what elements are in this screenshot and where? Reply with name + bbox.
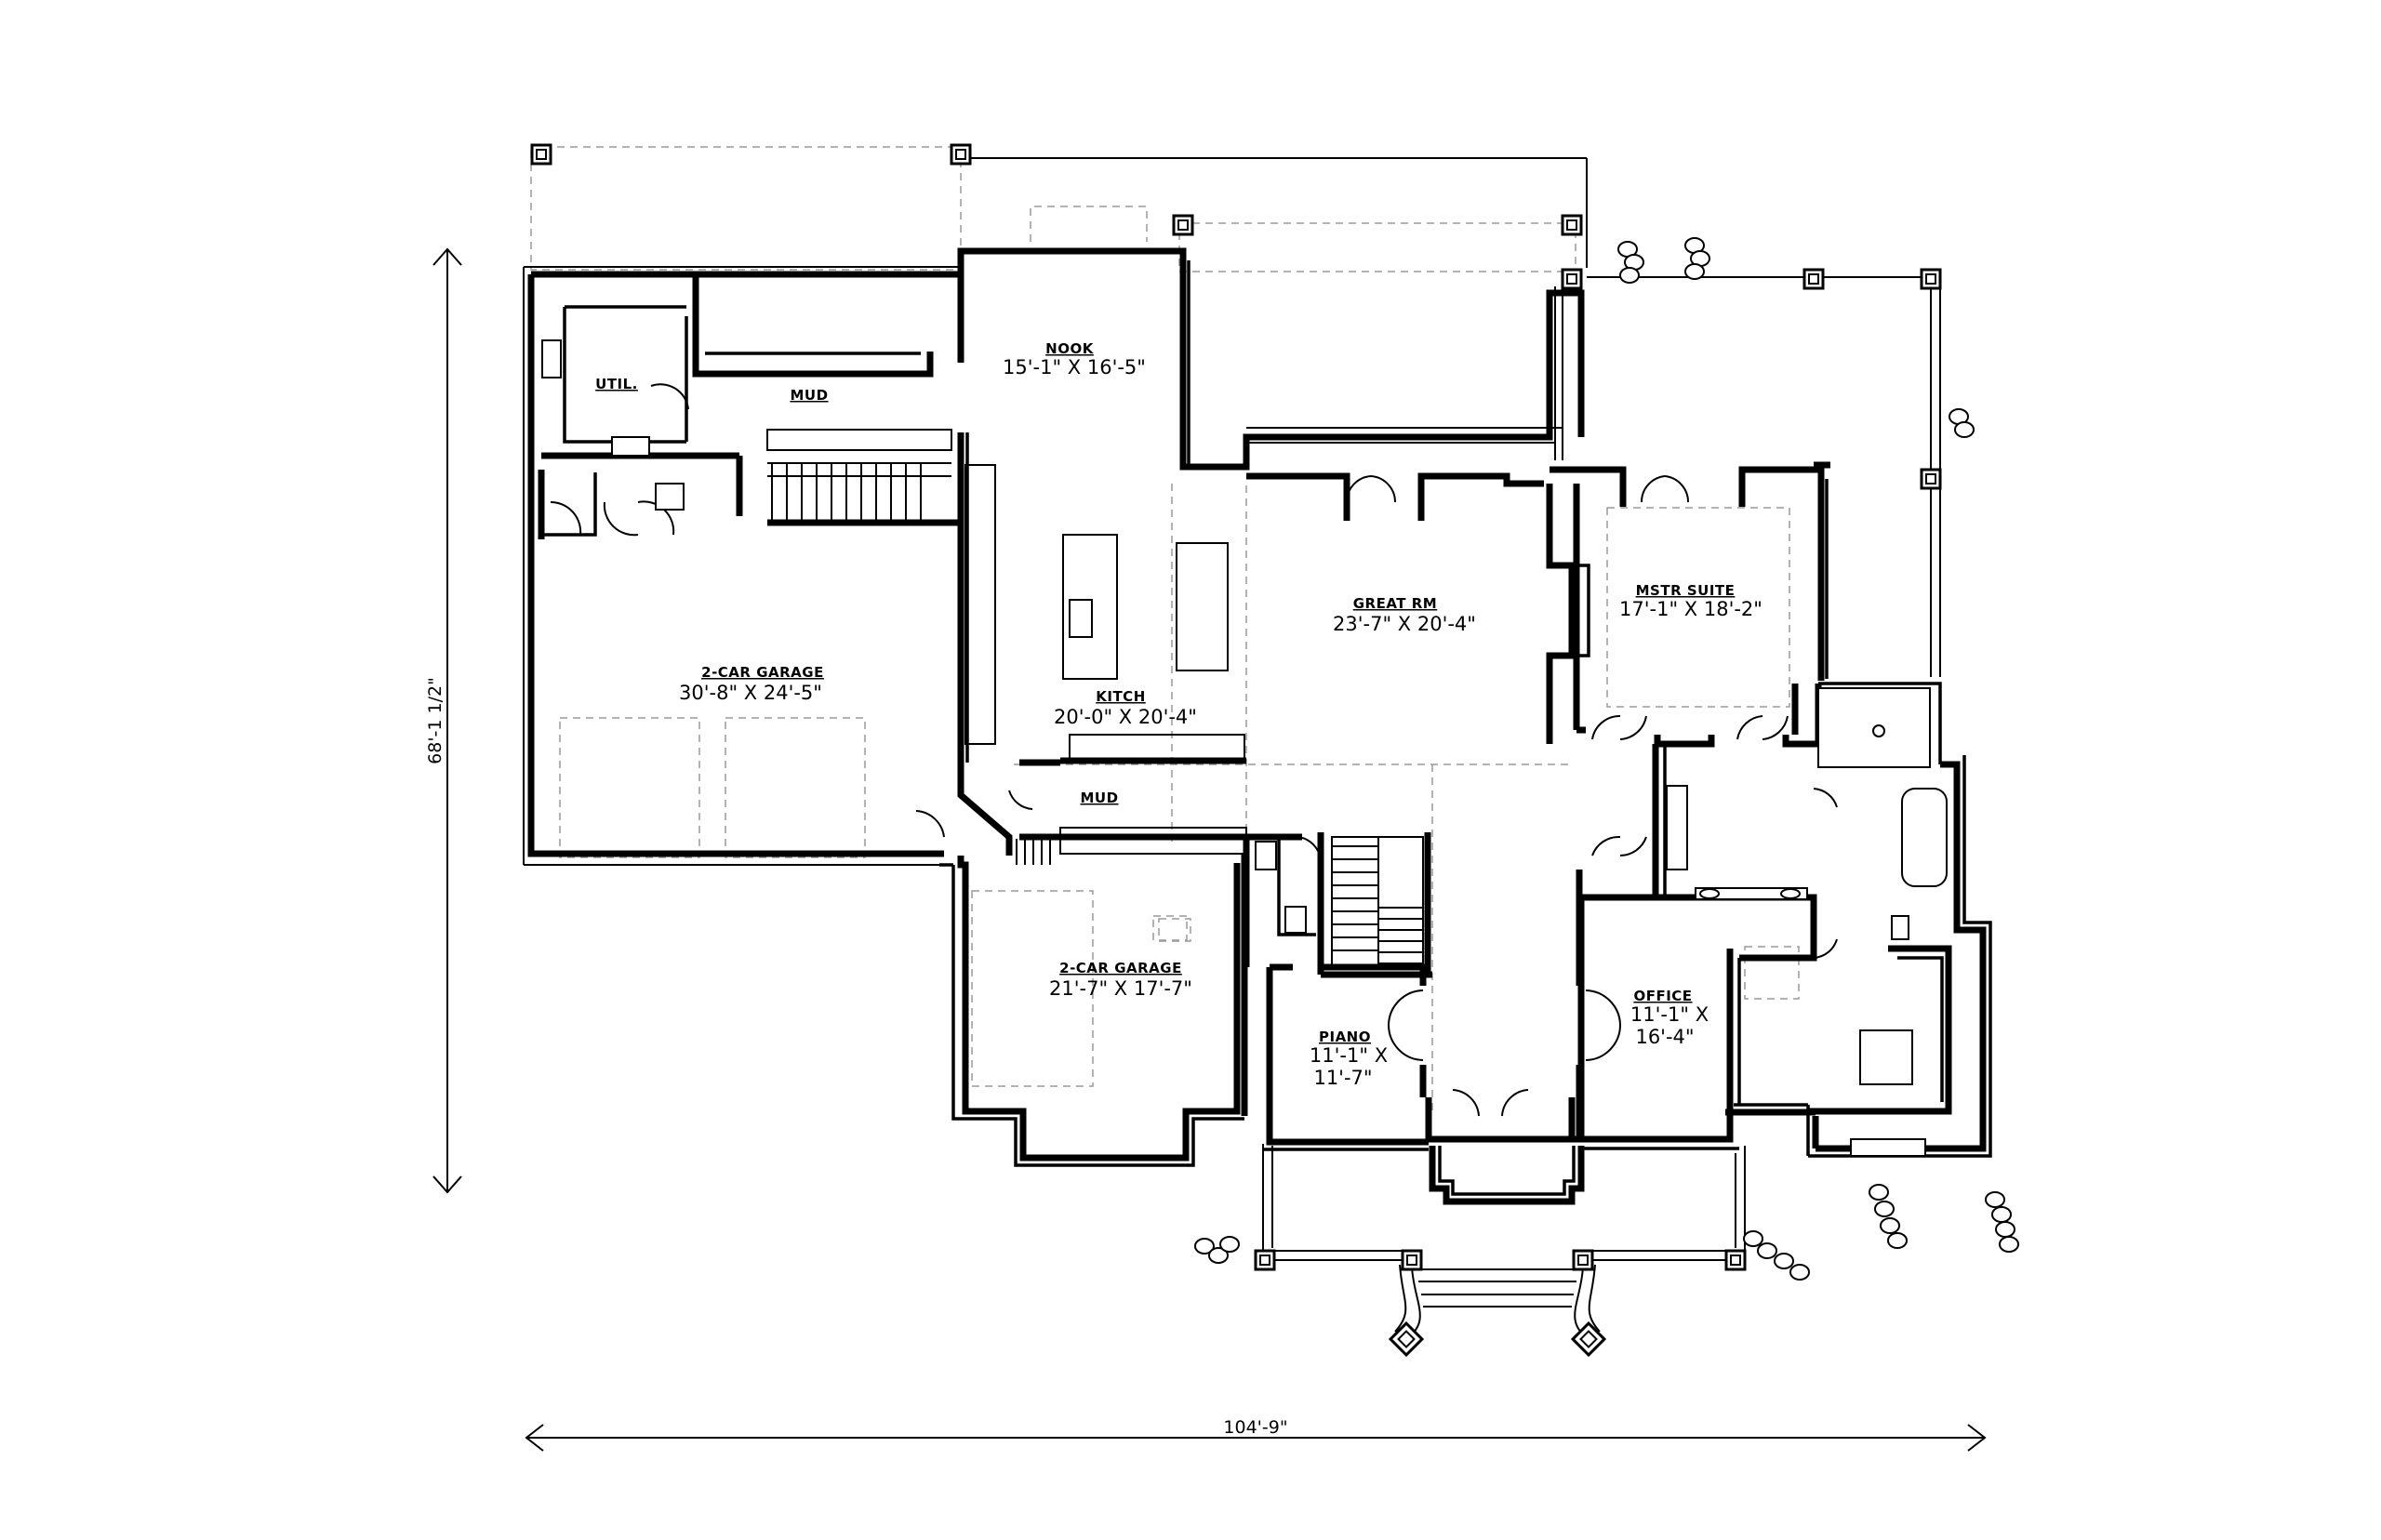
- powder-toilet-icon: [1284, 906, 1307, 934]
- diamond-post-inner: [1579, 1330, 1598, 1348]
- stairs: [767, 462, 1423, 967]
- room-label-mud-lower: MUD: [1080, 790, 1118, 806]
- landscape-stone: [1999, 1236, 2019, 1253]
- landscape-stone: [1774, 1253, 1794, 1269]
- column-post-core: [1566, 273, 1577, 285]
- room-label-nook: NOOK: [1045, 340, 1095, 357]
- column-post-core: [1566, 219, 1577, 231]
- column-post-core: [1406, 1255, 1417, 1266]
- room-label-mud-upper: MUD: [790, 387, 828, 404]
- room-dims-garage-front: 21'-7" X 17'-7": [1049, 977, 1192, 1000]
- diamond-post-inner: [1397, 1330, 1416, 1348]
- landscape-stone: [1743, 1230, 1763, 1247]
- room-label-mstr-suite: MSTR SUITE: [1636, 582, 1736, 599]
- room-label-garage-front: 2-CAR GARAGE: [1059, 960, 1182, 976]
- column-post-core: [1808, 273, 1819, 285]
- washer-icon: [541, 339, 562, 378]
- landscape-stone: [1684, 263, 1705, 280]
- column-post-core: [955, 149, 966, 160]
- room-dims-piano-line1: 11'-1" X: [1310, 1044, 1388, 1067]
- doors: [550, 383, 1838, 1117]
- sink-icon: [611, 436, 650, 457]
- landscape-stone: [1789, 1264, 1810, 1281]
- landscape-stone: [1619, 267, 1640, 284]
- landscape-stone: [1208, 1247, 1229, 1264]
- overall-depth-label: 68'-1 1/2": [425, 677, 446, 764]
- walls: [523, 247, 1992, 1340]
- room-label-util: UTIL.: [595, 376, 638, 392]
- overall-width-label: 104'-9": [1223, 1417, 1287, 1438]
- column-post-core: [536, 149, 547, 160]
- landscape-stone: [1887, 1232, 1908, 1249]
- diamond-post: [1388, 1321, 1425, 1358]
- depth-dimension-line: 68'-1 1/2": [425, 247, 462, 1194]
- toilet-icon: [1891, 915, 1909, 940]
- column-post-core: [1259, 1255, 1270, 1266]
- landscape-stone: [1194, 1238, 1215, 1255]
- diamond-post: [1570, 1321, 1607, 1358]
- room-dims-great-rm: 23'-7" X 20'-4": [1333, 613, 1476, 635]
- room-label-kitchen: KITCH: [1096, 688, 1146, 705]
- room-dims-piano-line2: 11'-7": [1313, 1067, 1372, 1089]
- column-post-core: [1925, 273, 1936, 285]
- posts: [530, 143, 1942, 1358]
- width-dimension-line: 104'-9": [525, 1417, 1987, 1452]
- room-dims-office-line1: 11'-1" X: [1630, 1003, 1709, 1026]
- landscape-stone: [1985, 1191, 2005, 1208]
- column-post-core: [1577, 1255, 1589, 1266]
- vanity-icon: [1695, 887, 1808, 900]
- landscape-stone: [1874, 1201, 1895, 1217]
- column-post-core: [1925, 473, 1936, 485]
- room-dims-nook: 15'-1" X 16'-5": [1003, 356, 1146, 378]
- landscape-stone: [1869, 1184, 1889, 1201]
- landscape-stone: [1995, 1221, 2015, 1238]
- column-post-core: [1730, 1255, 1741, 1266]
- landscape-stone: [1219, 1236, 1240, 1253]
- room-label-piano: PIANO: [1319, 1029, 1371, 1045]
- landscape-stone: [1880, 1217, 1900, 1234]
- bed-icon: [1859, 1029, 1913, 1085]
- room-label-great-rm: GREAT RM: [1353, 595, 1437, 612]
- room-label-office: OFFICE: [1633, 988, 1692, 1004]
- room-labels: NOOK 15'-1" X 16'-5" UTIL. MUD 2-CAR GAR…: [595, 340, 1762, 1089]
- kitchen-sink-icon: [1069, 599, 1093, 638]
- fixtures: [541, 339, 1948, 1157]
- landscape-stones: [1194, 237, 2019, 1281]
- landscape-stone: [1954, 421, 1975, 438]
- room-dims-kitchen: 20'-0" X 20'-4": [1054, 706, 1197, 728]
- room-dims-office-line2: 16'-4": [1635, 1026, 1694, 1048]
- room-label-garage-main: 2-CAR GARAGE: [701, 664, 824, 681]
- landscape-stone: [1757, 1242, 1777, 1259]
- room-dims-garage-main: 30'-8" X 24'-5": [679, 682, 822, 704]
- room-dims-mstr-suite: 17'-1" X 18'-2": [1619, 598, 1762, 620]
- column-post-core: [1177, 219, 1189, 231]
- water-heater-icon: [655, 483, 685, 511]
- bathtub-icon: [1901, 788, 1948, 887]
- landscape-stone: [1991, 1206, 2012, 1223]
